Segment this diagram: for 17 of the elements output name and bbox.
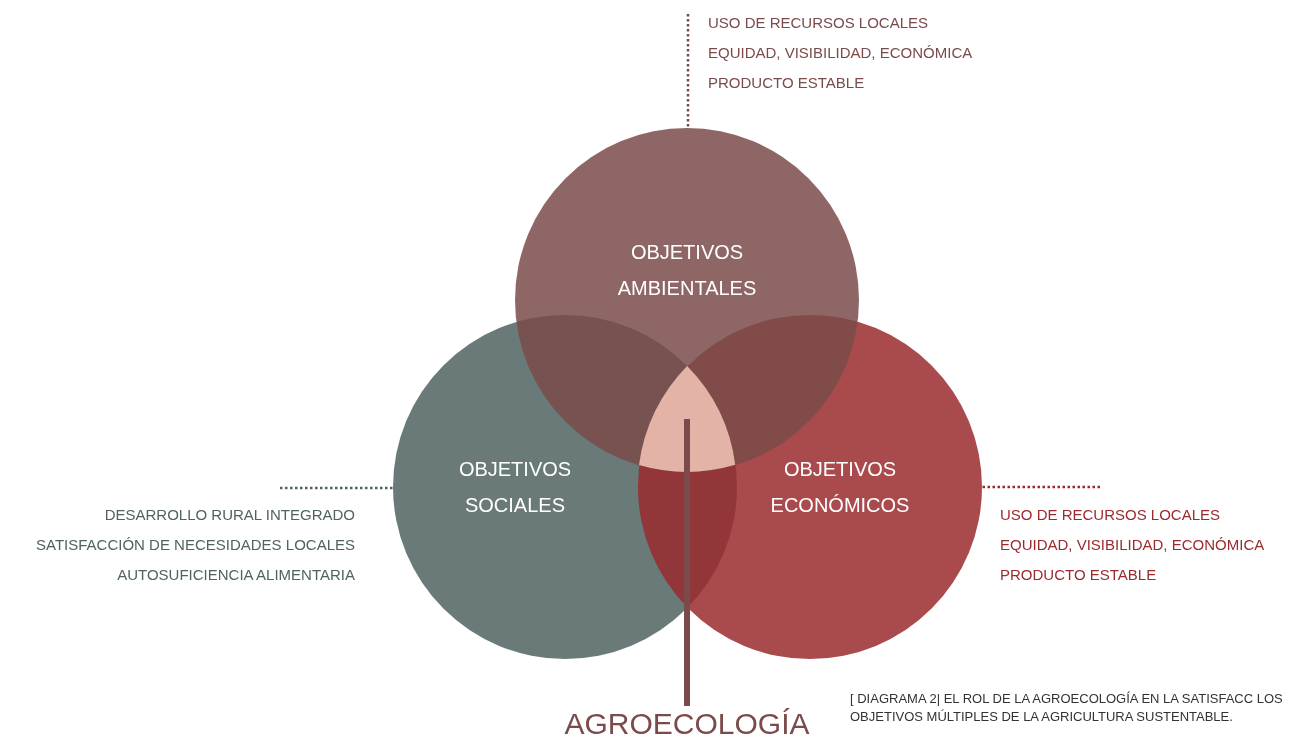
list-item: SATISFACCIÓN DE NECESIDADES LOCALES [35,535,355,555]
circle-label: OBJETIVOS AMBIENTALES [617,240,757,301]
list-item: EQUIDAD, VISIBILIDAD, ECONÓMICA [1000,535,1266,555]
circle-label: OBJETIVOS ECONÓMICOS [770,457,910,518]
list-item: EQUIDAD, VISIBILIDAD, ECONÓMICA [708,43,974,63]
leader-line [982,485,1100,489]
caption: [ DIAGRAMA 2| EL ROL DE LA AGROECOLOGÍA EN LA SATISFACC LOS OBJETIVOS MÚLTIPLES DE LA AGRICULTURA SUSTENTABLE. [850,690,1284,726]
list-item: PRODUCTO ESTABLE [1000,565,1158,585]
circle-label: OBJETIVOS SOCIALES [457,457,573,518]
list-item: USO DE RECURSOS LOCALES [708,13,930,33]
list-item: DESARROLLO RURAL INTEGRADO [103,505,355,525]
list-item: USO DE RECURSOS LOCALES [1000,505,1222,525]
leader-line [686,14,690,128]
list-item: AUTOSUFICIENCIA ALIMENTARIA [116,565,355,585]
list-item: PRODUCTO ESTABLE [708,73,866,93]
leader-line [280,486,393,490]
topic-label: AGROECOLOGÍA [563,706,811,742]
